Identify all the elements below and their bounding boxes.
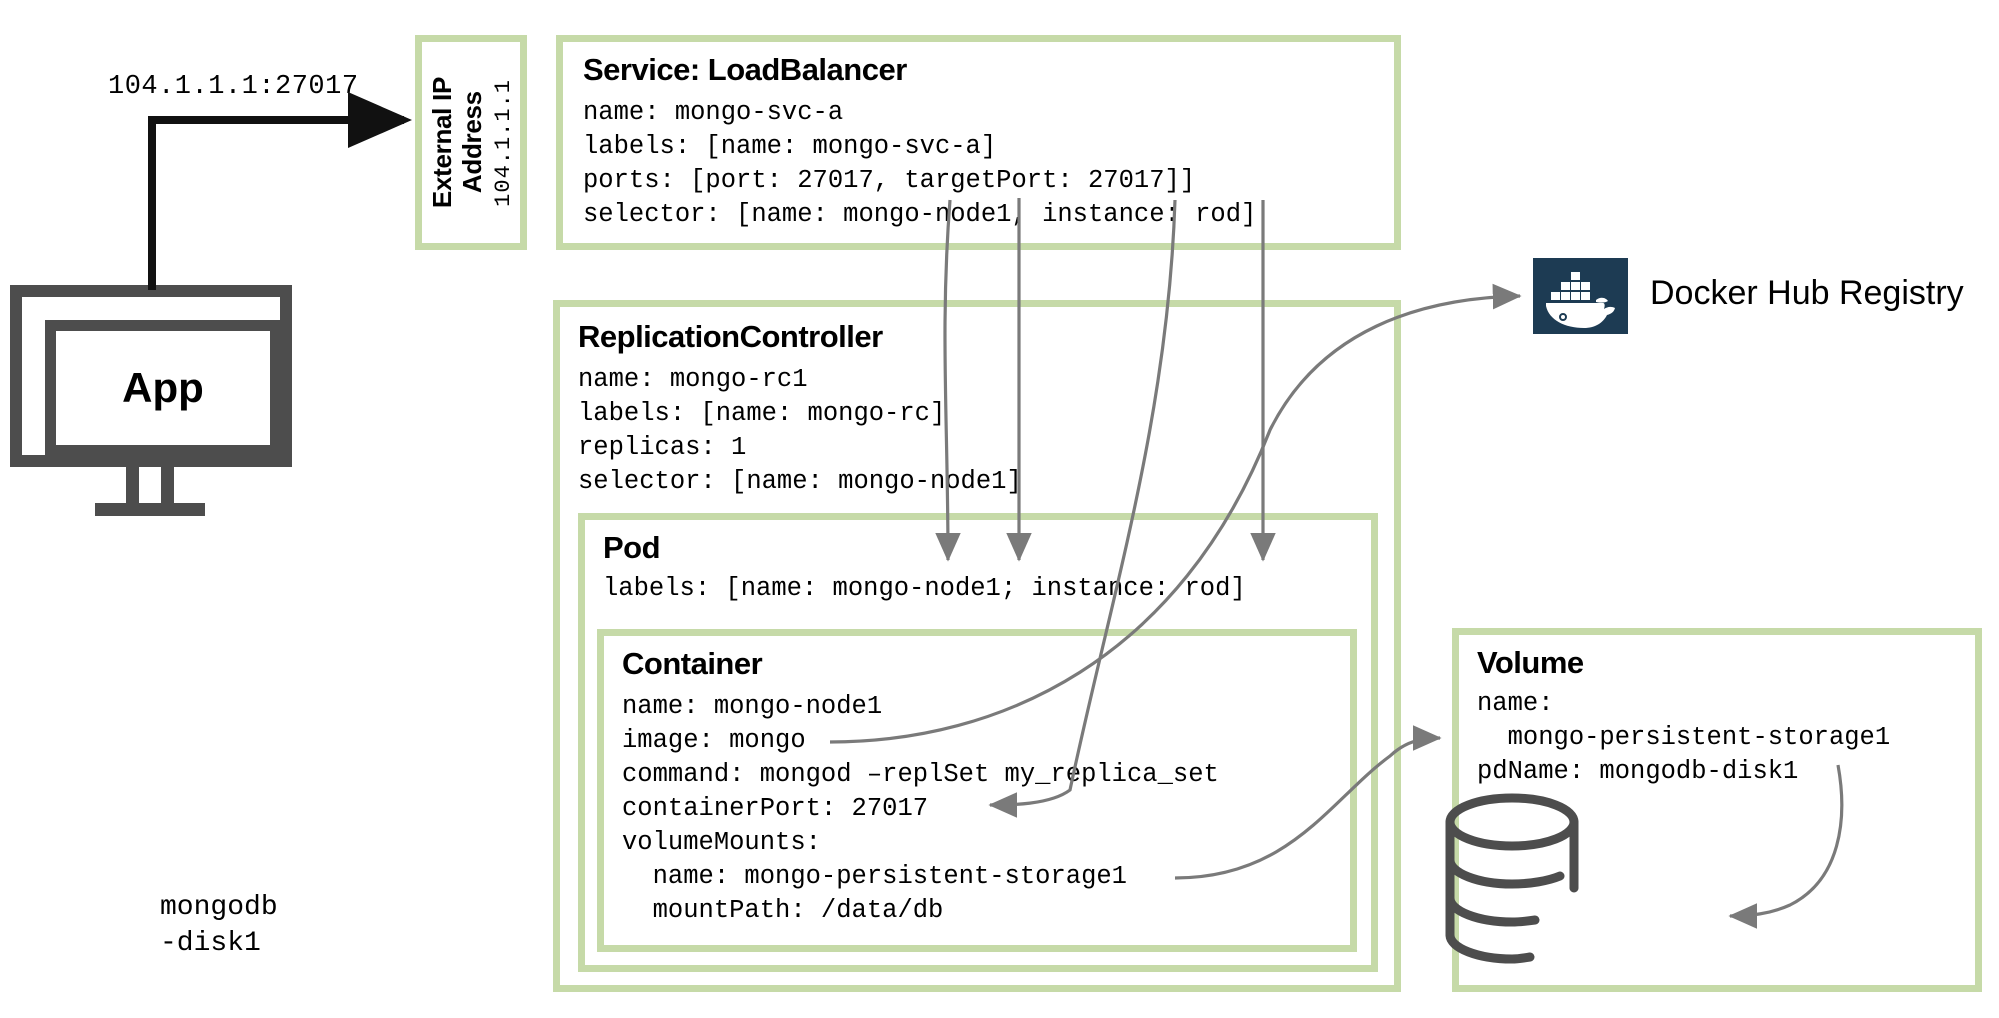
replication-controller-spec-text: name: mongo-rc1 labels: [name: mongo-rc]…: [578, 365, 1022, 496]
container-title: Container: [622, 646, 763, 681]
docker-hub-registry-label: Docker Hub Registry: [1650, 274, 1964, 312]
volume-spec-text: name: mongo-persistent-storage1 pdName: …: [1477, 689, 1891, 786]
service-loadbalancer-box: Service: LoadBalancer name: mongo-svc-a …: [556, 35, 1401, 250]
service-spec-text: name: mongo-svc-a labels: [name: mongo-s…: [583, 98, 1257, 229]
monitor-stand-base: [95, 503, 205, 516]
pod-title: Pod: [603, 530, 661, 565]
arrow-app-to-external-ip: [148, 92, 412, 290]
monitor-stand-neck: [126, 467, 174, 509]
docker-whale-icon: [1533, 258, 1628, 334]
replication-controller-title: ReplicationController: [578, 319, 883, 354]
monitor-screen: [45, 320, 281, 456]
service-title: Service: LoadBalancer: [583, 52, 907, 87]
volume-box: Volume name: mongo-persistent-storage1 p…: [1452, 628, 1982, 992]
connection-ip-label: 104.1.1.1:27017: [108, 72, 359, 102]
container-spec-text: name: mongo-node1 image: mongo command: …: [622, 692, 1219, 925]
pod-spec-text: labels: [name: mongo-node1; instance: ro…: [603, 574, 1246, 603]
app-label: App: [122, 364, 204, 411]
volume-title: Volume: [1477, 645, 1584, 680]
client-app-monitor: App: [10, 285, 300, 525]
disk-caption: mongodb -disk1: [160, 892, 278, 959]
container-box: Container name: mongo-node1 image: mongo…: [597, 629, 1357, 952]
monitor-outer-frame: App: [10, 285, 292, 467]
external-ip-value: 104.1.1.1: [490, 78, 516, 207]
